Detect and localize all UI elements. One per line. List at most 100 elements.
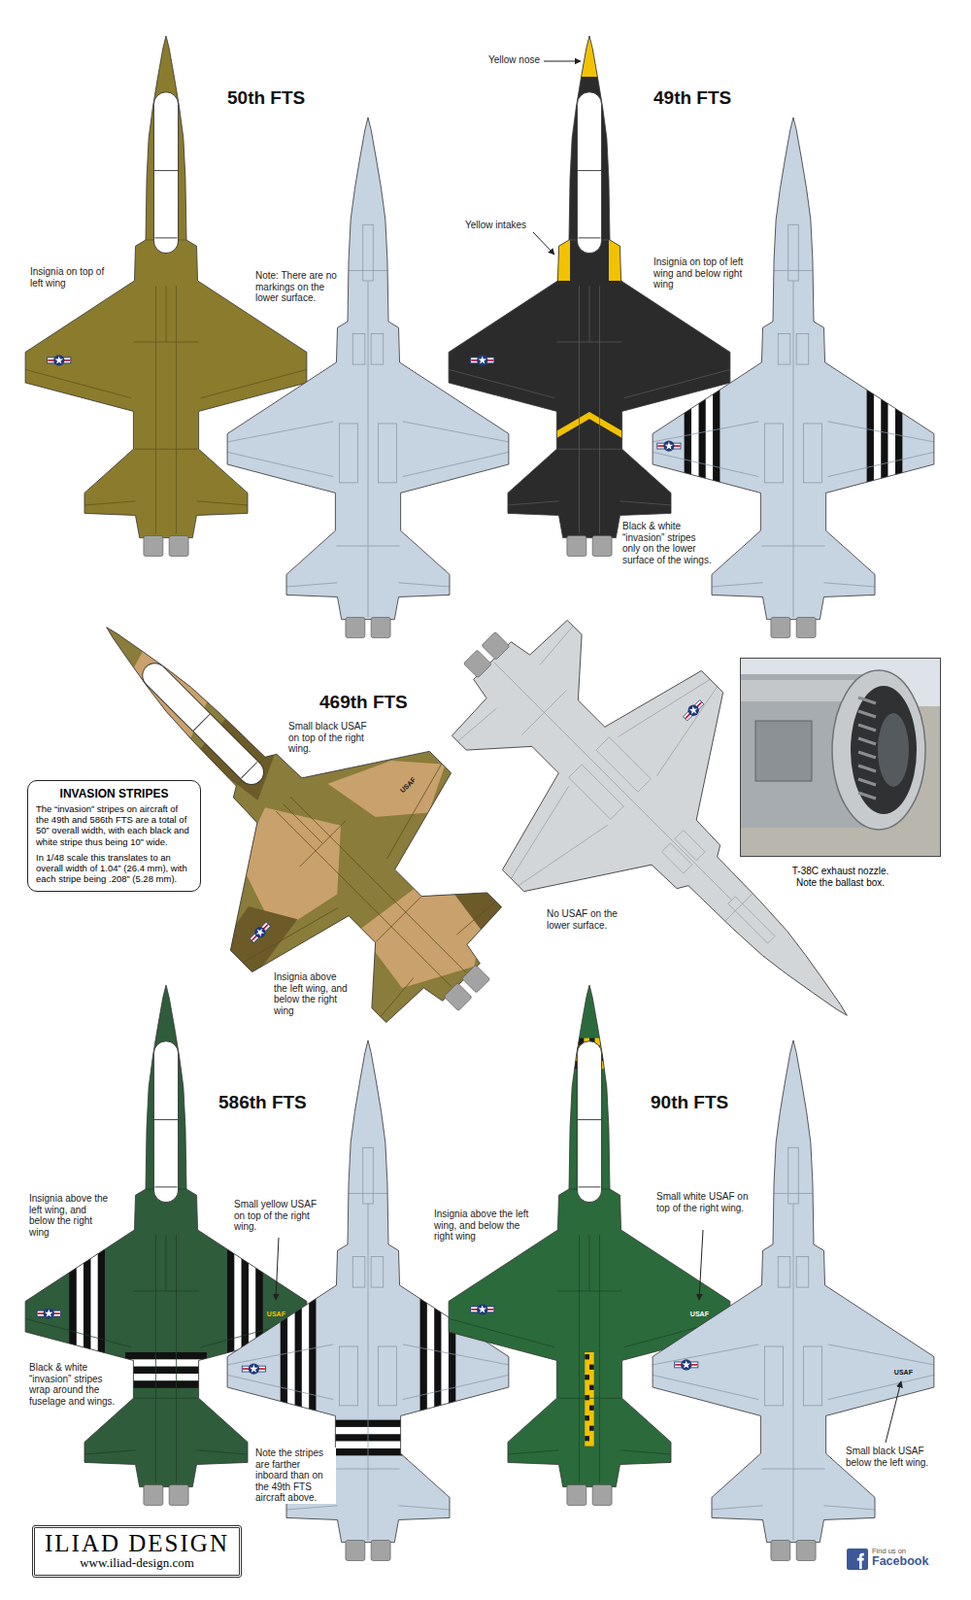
panel-door: [352, 1256, 366, 1288]
nose-check: [600, 1037, 606, 1046]
insignia-disc: [248, 1362, 260, 1373]
insignia-disc: [43, 1306, 55, 1318]
nozzle-rim: [832, 669, 926, 830]
usaf-insignia: [241, 1362, 266, 1373]
tail-check: [584, 1435, 590, 1440]
exhaust-nozzle: [168, 1484, 189, 1506]
airframe-markings: [652, 1146, 935, 1540]
airframe-markings: [227, 224, 509, 617]
ballast-box: [755, 720, 812, 781]
insignia-disc: [252, 924, 268, 940]
airframe-outline: [25, 984, 307, 1487]
canopy: [137, 658, 269, 790]
decal-text: USAF: [894, 1368, 913, 1375]
exhaust-nozzle: [796, 1540, 816, 1561]
aircraft-top-view: [448, 984, 731, 1506]
panel-door: [569, 764, 624, 819]
callout-label: Small white USAF on top of the right win…: [655, 1190, 755, 1213]
logo-name: ILIAD DESIGN: [44, 1530, 230, 1556]
insignia-disc: [680, 1358, 692, 1370]
canopy-frame: [576, 170, 602, 238]
usaf-insignia: [36, 1306, 61, 1318]
insignia-star: [254, 926, 267, 938]
panel-door: [370, 1256, 384, 1288]
invasion-stripe: [427, 1274, 435, 1429]
nozzle-petal: [858, 737, 876, 744]
leader-line: [275, 1237, 279, 1300]
squadron-title: 90th FTS: [649, 1091, 730, 1113]
exhaust-nozzle: [592, 535, 612, 557]
exhaust-nozzle: [481, 631, 510, 660]
insignia-star: [54, 355, 64, 364]
nozzle-petal: [858, 751, 876, 758]
canopy: [576, 1040, 602, 1203]
exhaust-nozzle: [370, 1540, 391, 1561]
note-label: Insignia on top of left wing: [29, 266, 114, 289]
callout-label: Small yellow USAF on top of the right wi…: [233, 1198, 328, 1233]
decal-text: USAF: [399, 774, 417, 793]
invasion-stripe: [420, 1274, 428, 1429]
invasion-stripe: [280, 1274, 288, 1429]
social-box: Find us onFacebook: [844, 1544, 932, 1571]
insignia-disc: [476, 1303, 488, 1314]
tail-check: [584, 1394, 590, 1400]
note-label: Insignia above the left wing, and below …: [28, 1192, 113, 1238]
canopy-frame: [193, 713, 259, 779]
invasion-stripe: [227, 1219, 235, 1373]
note-label: Small black USAF on top of the right win…: [287, 720, 379, 755]
facebook-icon: [846, 1547, 869, 1570]
exhaust-nozzle: [770, 1540, 791, 1561]
camo-patch: [351, 842, 521, 1012]
insignia-bar: [683, 700, 704, 721]
panel-door: [363, 1146, 374, 1204]
yellow-nose: [569, 33, 610, 77]
note-label: Insignia above the left wing, and below …: [272, 971, 353, 1016]
usaf-insignia: [657, 439, 681, 451]
panel-door: [378, 423, 398, 483]
tail-check: [589, 1364, 595, 1370]
airframe-outline: [393, 561, 947, 1115]
aircraft-top-view: [25, 984, 307, 1506]
invasion-stripe: [888, 352, 896, 506]
usaf-insignia: [674, 1358, 699, 1370]
nozzle-petal: [858, 697, 876, 704]
insignia-disc: [476, 354, 488, 366]
insignia-star: [681, 1359, 691, 1368]
panel-door: [765, 423, 784, 483]
logo-url: www.iliad-design.com: [44, 1555, 230, 1570]
airframe: [6, 527, 561, 1081]
panel-door: [363, 224, 374, 281]
logo-box: ILIAD DESIGNwww.iliad-design.com: [32, 1524, 242, 1577]
tail-check: [584, 1353, 590, 1359]
tail-check: [589, 1405, 595, 1410]
note-text: The “invasion” stripes on aircraft of th…: [35, 803, 193, 847]
squadron-title: 586th FTS: [217, 1091, 308, 1113]
invasion-band: [125, 1372, 207, 1380]
photo-frame: [739, 657, 941, 857]
invasion-stripe: [880, 352, 888, 506]
exhaust-nozzle: [567, 535, 587, 557]
nozzle-petal: [858, 792, 876, 799]
leader-line: [699, 1229, 704, 1300]
invasion-band: [125, 1358, 207, 1366]
invasion-stripe: [691, 352, 699, 506]
note-label: Note the stripes are farther inboard tha…: [254, 1446, 336, 1504]
callout-label: Small black USAF below the left wing.: [844, 1444, 939, 1468]
callout-label: Yellow intakes: [464, 219, 528, 232]
insignia-disc: [685, 702, 702, 718]
nozzle-petal: [858, 710, 876, 717]
photo-box: T-38C exhaust nozzle. Note the ballast b…: [739, 657, 941, 888]
insignia-star: [688, 704, 701, 717]
invasion-stripe: [308, 1274, 316, 1429]
yellow-chevron: [540, 415, 639, 444]
nozzle-petal: [858, 778, 876, 785]
panel-door: [339, 1345, 359, 1406]
insignia-star: [665, 441, 674, 450]
leader-line: [543, 61, 581, 63]
insignia-disc: [663, 439, 674, 451]
note-label: Insignia above the left wing, and below …: [433, 1207, 537, 1242]
exhaust-nozzle: [143, 1484, 164, 1506]
insignia-disc: [53, 354, 65, 366]
airframe-markings: [448, 1037, 731, 1483]
